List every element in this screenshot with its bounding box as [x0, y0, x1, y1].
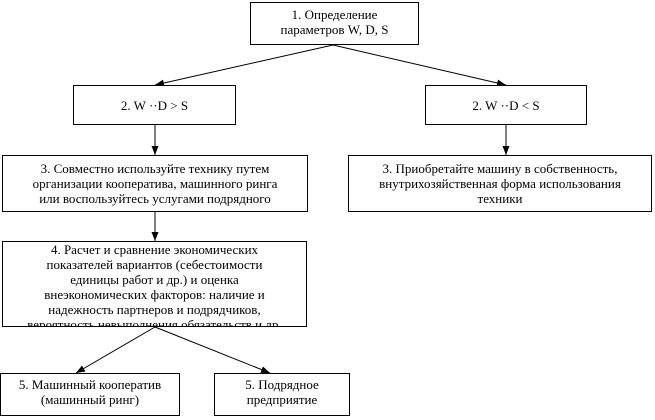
arrow-step4-to-step5-right [154, 326, 271, 374]
step4-box: 4. Расчет и сравнение экономических пока… [2, 241, 307, 327]
step2-left-box: 2. W ··D > S [73, 85, 236, 125]
step3-left-box: 3. Совместно используйте технику путем о… [2, 155, 308, 212]
step2-right-text: 2. W ··D < S [472, 98, 540, 113]
arrow-step4-to-step5-left [75, 326, 156, 374]
step3-right-text: 3. Приобретайте машину в собственность, … [379, 161, 621, 206]
step1-box: 1. Определение параметров W, D, S [250, 2, 419, 45]
step2-right-box: 2. W ··D < S [425, 85, 587, 125]
arrow-step1-to-step2-left [154, 44, 334, 87]
step3-right-box: 3. Приобретайте машину в собственность, … [348, 155, 652, 212]
step3-left-text: 3. Совместно используйте технику путем о… [32, 161, 278, 206]
step5-left-text: 5. Машинный кооператив (машинный ринг) [18, 377, 162, 407]
step5-right-text: 5. Подрядное предприятие [245, 377, 319, 407]
arrow-step1-to-step2-right [332, 44, 507, 87]
step4-text: 4. Расчет и сравнение экономических пока… [27, 242, 282, 327]
step1-text: 1. Определение параметров W, D, S [280, 7, 389, 37]
step5-right-box: 5. Подрядное предприятие [214, 373, 350, 416]
step5-left-box: 5. Машинный кооператив (машинный ринг) [0, 373, 180, 416]
step2-left-text: 2. W ··D > S [120, 98, 189, 113]
